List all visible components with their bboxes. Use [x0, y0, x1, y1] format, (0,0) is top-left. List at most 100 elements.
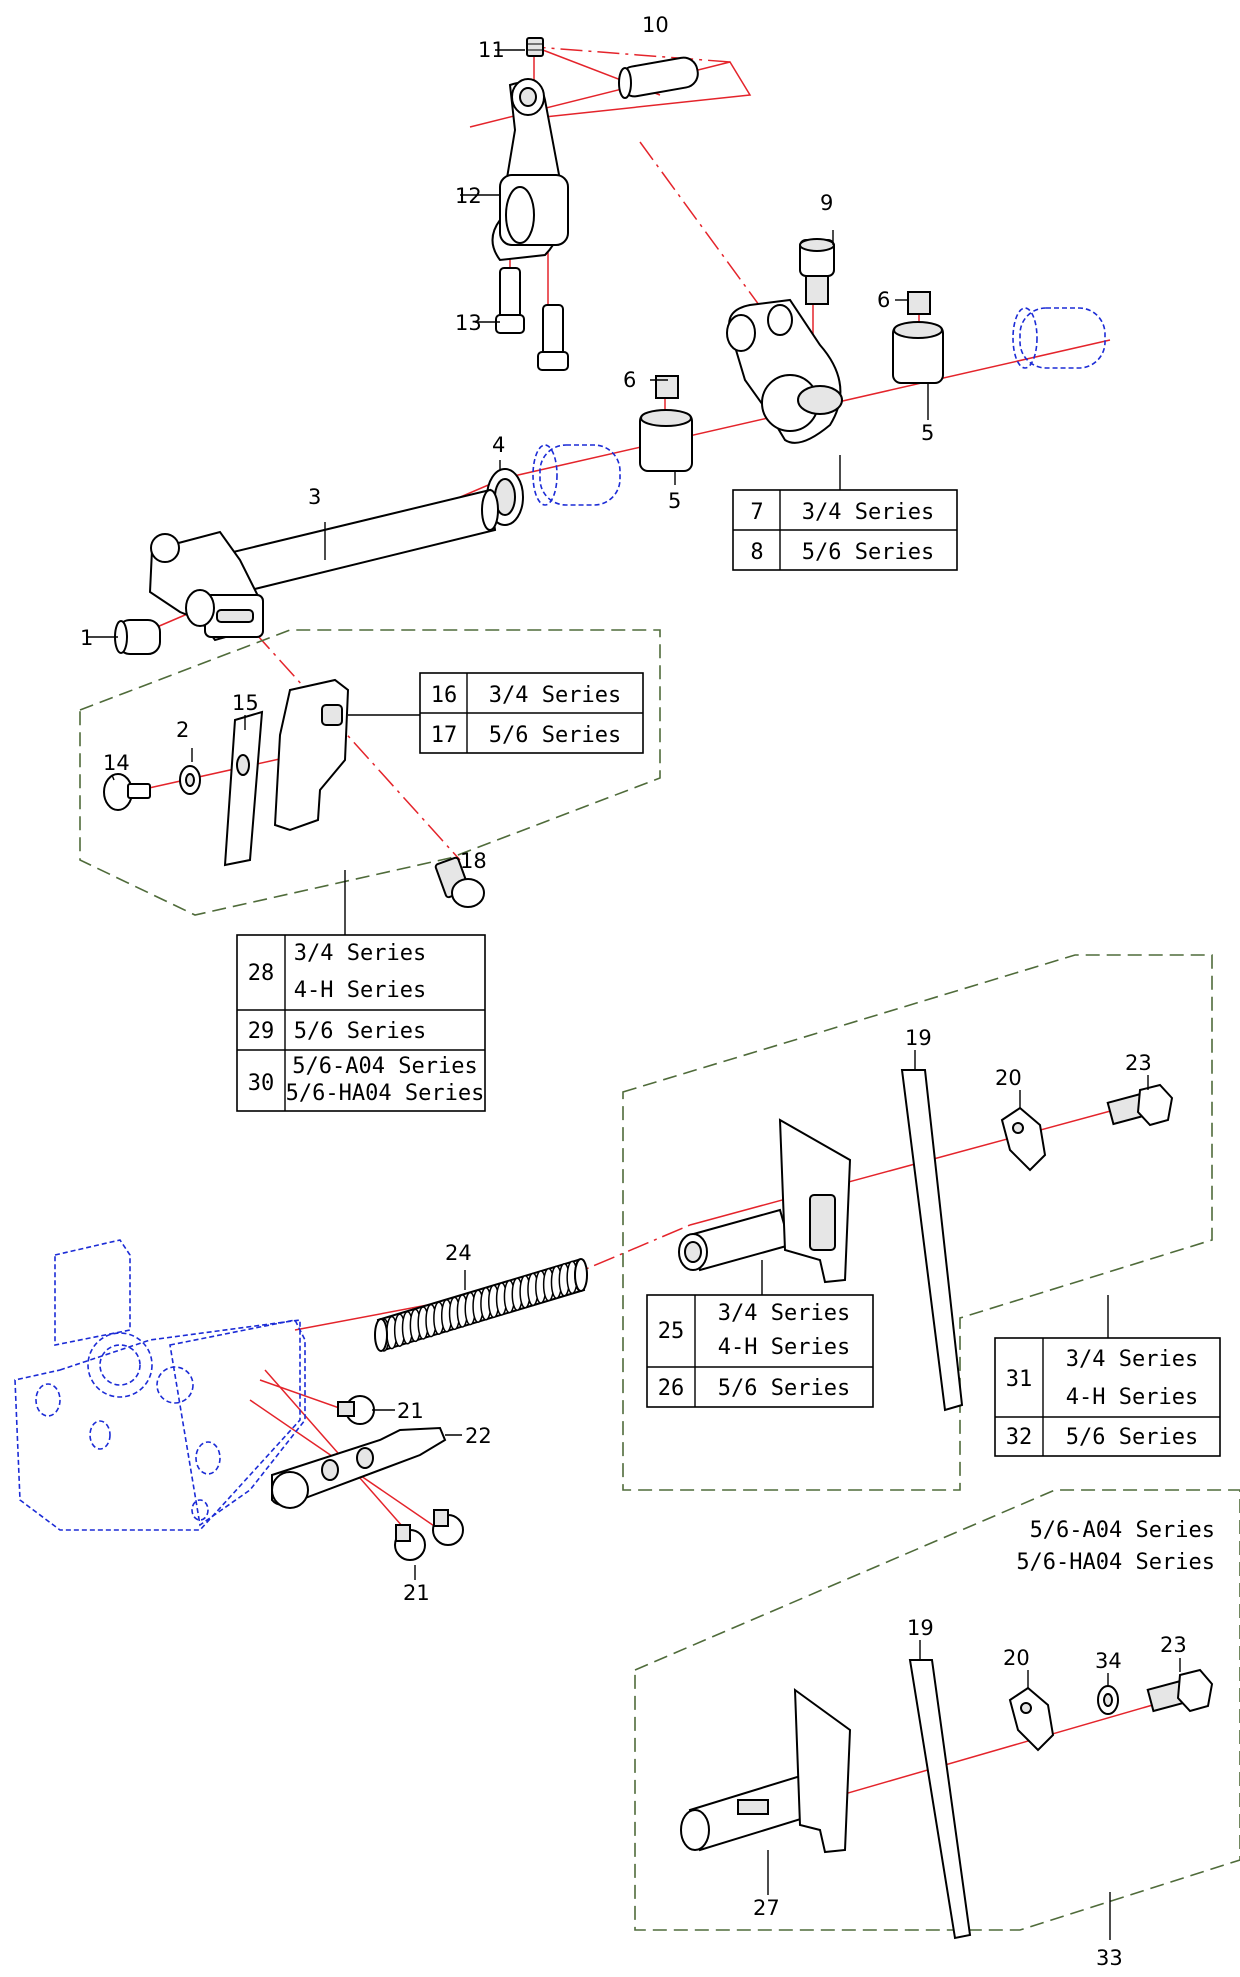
group-33-note-line-1: 5/6-A04 Series — [1030, 1518, 1215, 1543]
table-31-32-text-2: 5/6 Series — [1066, 1425, 1198, 1450]
table-25-26-num-1: 25 — [658, 1319, 685, 1344]
callout-5-left: 5 — [668, 489, 681, 513]
reference-sleeve-right — [1019, 307, 1106, 369]
pivot-27 — [680, 1687, 852, 1854]
reference-sleeve — [539, 444, 621, 506]
callout-18: 18 — [460, 849, 487, 873]
table-28-30-text-1a: 3/4 Series — [294, 941, 426, 966]
table-31-32-text-1b: 4-H Series — [1066, 1385, 1198, 1410]
shoulder-bolts-13 — [495, 267, 569, 371]
table-28-30-num-3: 30 — [248, 1071, 275, 1096]
callout-3: 3 — [308, 485, 321, 509]
washer-34 — [1097, 1685, 1119, 1715]
screw-18 — [434, 856, 485, 908]
callout-15: 15 — [232, 691, 259, 715]
table-16-17-text-1: 3/4 Series — [489, 683, 621, 708]
table-7-8-num-1: 7 — [750, 500, 763, 525]
group-outlines — [79, 629, 1240, 1931]
group-33-note-line-2: 5/6-HA04 Series — [1016, 1550, 1215, 1575]
cam-20-upper — [1000, 1106, 1047, 1172]
table-28-30-text-3a: 5/6-A04 Series — [292, 1054, 477, 1079]
callout-21-upper: 21 — [397, 1399, 424, 1423]
callout-4: 4 — [492, 433, 505, 457]
table-28-30-text-1b: 4-H Series — [294, 978, 426, 1003]
table-16-17: 16 3/4 Series 17 5/6 Series — [419, 672, 644, 754]
group-outline-28-30 — [79, 629, 661, 916]
callout-20-lower: 20 — [1003, 1646, 1030, 1670]
leader-lines — [88, 49, 1181, 1940]
callout-14: 14 — [103, 751, 130, 775]
callout-22: 22 — [465, 1424, 492, 1448]
table-28-30: 28 3/4 Series 4-H Series 29 5/6 Series 3… — [236, 934, 486, 1112]
callout-6-right: 6 — [877, 288, 890, 312]
callout-19-upper: 19 — [905, 1026, 932, 1050]
table-7-8-text-2: 5/6 Series — [802, 540, 934, 565]
screw-14 — [103, 773, 151, 811]
callout-12: 12 — [455, 184, 482, 208]
plate-19-upper — [900, 1069, 964, 1412]
callout-5-right: 5 — [921, 421, 934, 445]
screw-23-lower — [1146, 1668, 1214, 1713]
plate-22 — [271, 1426, 447, 1509]
cam-20-lower — [1008, 1686, 1055, 1752]
table-28-30-text-2: 5/6 Series — [294, 1019, 426, 1044]
table-31-32: 31 3/4 Series 4-H Series 32 5/6 Series — [994, 1337, 1221, 1457]
pivot-25-26 — [678, 1118, 852, 1284]
callout-21-lower: 21 — [403, 1581, 430, 1605]
group-outline-33 — [634, 1489, 1240, 1931]
callouts: 11 10 12 13 9 6 5 6 5 4 3 1 2 15 14 18 1… — [80, 13, 1187, 1970]
screw-23-upper — [1106, 1083, 1174, 1127]
table-16-17-num-2: 17 — [431, 723, 458, 748]
nut-1 — [114, 619, 161, 655]
table-31-32-num-1: 31 — [1006, 1367, 1033, 1392]
callout-27: 27 — [753, 1896, 780, 1920]
set-screw-11 — [526, 37, 544, 57]
washer-2 — [179, 765, 201, 795]
callout-20-upper: 20 — [995, 1066, 1022, 1090]
table-25-26-num-2: 26 — [658, 1376, 685, 1401]
table-7-8-num-2: 8 — [750, 540, 763, 565]
table-25-26-text-1b: 4-H Series — [718, 1335, 850, 1360]
callout-34: 34 — [1095, 1649, 1122, 1673]
callout-23-upper: 23 — [1125, 1051, 1152, 1075]
group-33-note: 5/6-A04 Series 5/6-HA04 Series — [1016, 1518, 1215, 1575]
connecting-rod-12 — [491, 78, 569, 262]
block-16-17 — [273, 678, 350, 832]
table-28-30-num-2: 29 — [248, 1019, 275, 1044]
table-7-8-text-1: 3/4 Series — [802, 500, 934, 525]
collar-5-right — [892, 291, 944, 384]
spring-24 — [374, 1258, 588, 1352]
table-7-8: 7 3/4 Series 8 5/6 Series — [732, 489, 958, 571]
callout-10: 10 — [642, 13, 669, 37]
rock-arm-7-8 — [726, 298, 843, 444]
cap-screw-9 — [799, 238, 835, 305]
bracket — [148, 530, 264, 642]
table-16-17-text-2: 5/6 Series — [489, 723, 621, 748]
screws-21-lower — [394, 1509, 464, 1561]
callout-24: 24 — [445, 1241, 472, 1265]
group-outline-31-32 — [622, 954, 1213, 1491]
table-28-30-num-1: 28 — [248, 961, 275, 986]
table-25-26-text-1a: 3/4 Series — [718, 1301, 850, 1326]
callout-1: 1 — [80, 626, 93, 650]
callout-13: 13 — [455, 311, 482, 335]
table-25-26: 25 3/4 Series 4-H Series 26 5/6 Series — [646, 1294, 874, 1408]
table-25-26-text-2: 5/6 Series — [718, 1376, 850, 1401]
callout-9: 9 — [820, 191, 833, 215]
callout-23-lower: 23 — [1160, 1633, 1187, 1657]
table-28-30-text-3b: 5/6-HA04 Series — [286, 1081, 485, 1106]
callout-2: 2 — [176, 718, 189, 742]
reference-housing — [14, 1239, 306, 1531]
table-16-17-num-1: 16 — [431, 683, 458, 708]
callout-11: 11 — [478, 38, 505, 62]
callout-6-left: 6 — [623, 368, 636, 392]
plate-15 — [223, 710, 264, 867]
callout-19-lower: 19 — [907, 1616, 934, 1640]
screw-21-upper — [337, 1395, 375, 1425]
table-31-32-num-2: 32 — [1006, 1425, 1033, 1450]
callout-33: 33 — [1096, 1946, 1123, 1970]
reference-parts — [14, 307, 1106, 1531]
pin-10 — [618, 56, 699, 99]
